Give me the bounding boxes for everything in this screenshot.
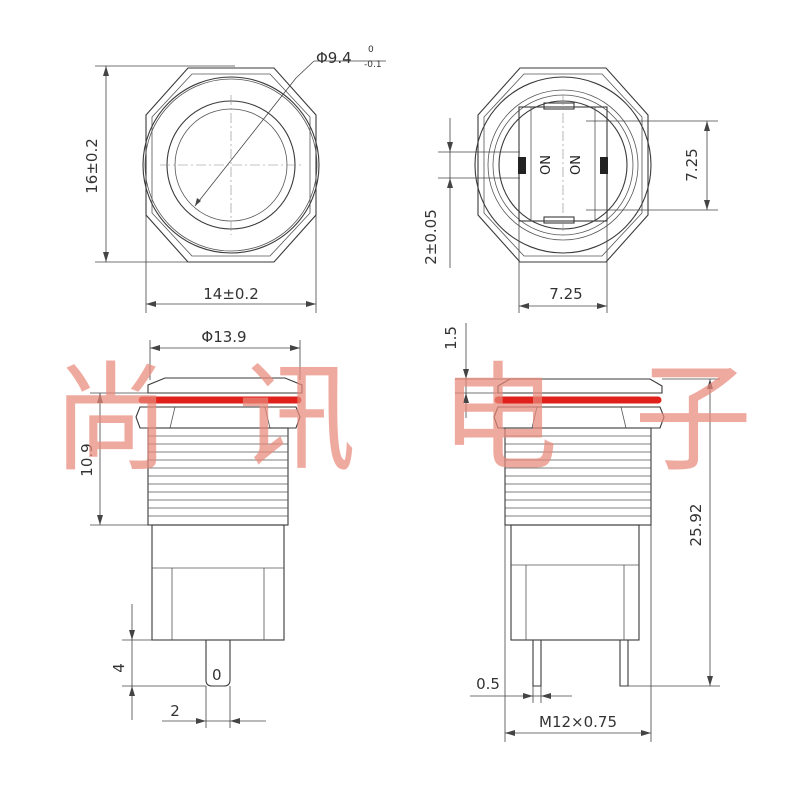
arrow-head: [447, 142, 453, 152]
contact-label-on: ON: [569, 155, 584, 175]
rear-hex-outline: [477, 67, 649, 263]
rear-hex-inner: [483, 73, 643, 257]
arrow-head: [523, 693, 533, 699]
phi94-arrow: [195, 198, 201, 206]
contact-width-label: 7.25: [549, 285, 582, 303]
arrow-head: [707, 379, 713, 389]
watermark-char-2: 讯: [238, 350, 356, 488]
terminal-right-a: [532, 640, 542, 687]
terminal-len-label: 4: [110, 663, 128, 673]
arrow-head: [103, 66, 109, 76]
arrow-head: [519, 303, 529, 309]
rear-ring-1: [487, 89, 639, 241]
side-view-right: 1.5 25.92: [442, 323, 720, 742]
hole-label: 0: [212, 666, 222, 684]
thread-lines-right: [505, 435, 651, 517]
bezel-top: [147, 377, 303, 394]
arrow-head: [129, 686, 135, 696]
hex-width-label: 14±0.2: [203, 285, 259, 303]
arrow-head: [97, 393, 103, 403]
thread-spec-label: M12×0.75: [539, 713, 617, 731]
bezel-right: [497, 378, 663, 394]
arrow-head: [129, 630, 135, 640]
arrow-head: [97, 515, 103, 525]
thread-len-label: 10.9: [78, 443, 96, 476]
terminal-left: [205, 640, 231, 687]
contact-tab-top: [543, 102, 575, 110]
bezel-dia-label: Φ13.9: [201, 328, 246, 346]
watermark: 尚 讯 电 子: [52, 350, 752, 488]
contact-tab-bottom: [543, 216, 575, 224]
phi94-leader: [194, 77, 297, 207]
arrow-head: [641, 730, 651, 736]
arrow-head: [290, 345, 300, 351]
rear-outer-circle: [474, 76, 652, 254]
phi94-label: Φ9.4: [316, 49, 352, 67]
switch-housing-left: [151, 524, 285, 641]
arrow-head: [707, 676, 713, 686]
arrow-head: [447, 178, 453, 188]
contact-gap-label: 2±0.05: [422, 209, 440, 265]
thread-lines-left: [148, 435, 288, 517]
arrow-head: [306, 301, 316, 307]
arrow-head: [704, 200, 710, 210]
bezel-thick-label: 1.5: [442, 326, 460, 350]
pitch-label: 2: [170, 702, 180, 720]
nut-facet-line: [531, 406, 538, 429]
watermark-char-1: 尚: [52, 350, 170, 488]
arrow-head: [505, 730, 515, 736]
front-view: Φ9.4 0 -0.1 16±0.2 14±0.2: [83, 45, 386, 313]
watermark-char-3: 电: [440, 350, 558, 488]
arrow-head: [103, 252, 109, 262]
nut-facet-line: [620, 406, 627, 429]
arrow-head: [463, 369, 469, 379]
nut-left: [135, 406, 301, 429]
phi94-tol-upper: 0: [368, 45, 374, 55]
phi94-leader-2: [295, 60, 315, 79]
arrow-head: [597, 303, 607, 309]
contact-label-no: NO: [536, 155, 551, 175]
contact-terminal-left: [518, 157, 526, 174]
bezel-outer-circle: [142, 76, 320, 254]
arrow-head: [704, 121, 710, 131]
arrow-head: [541, 693, 551, 699]
contact-height-label: 7.25: [683, 148, 701, 181]
nut-facet-line: [169, 406, 176, 429]
watermark-char-4: 子: [634, 350, 752, 488]
phi94-tol-lower: -0.1: [364, 60, 382, 70]
rear-view: NO ON 7.25 2±0.05 7.25: [422, 67, 718, 313]
bezel-outer-circle-2: [144, 78, 318, 252]
hex-height-label: 16±0.2: [83, 138, 101, 194]
nut-facet-line: [264, 406, 271, 429]
terminal-thick-label: 0.5: [476, 675, 500, 693]
side-view-left: Φ13.9 0 10.9: [78, 328, 303, 728]
total-len-label: 25.92: [687, 504, 705, 547]
nut-right: [493, 406, 665, 429]
contact-terminal-right: [600, 157, 608, 174]
arrow-head: [230, 718, 240, 724]
arrow-head: [196, 718, 206, 724]
switch-housing-right: [510, 524, 640, 641]
arrow-head: [150, 345, 160, 351]
terminal-right-b: [619, 640, 629, 687]
hex-nut-inner-outline: [151, 73, 311, 257]
arrow-head: [463, 393, 469, 403]
arrow-head: [146, 301, 156, 307]
